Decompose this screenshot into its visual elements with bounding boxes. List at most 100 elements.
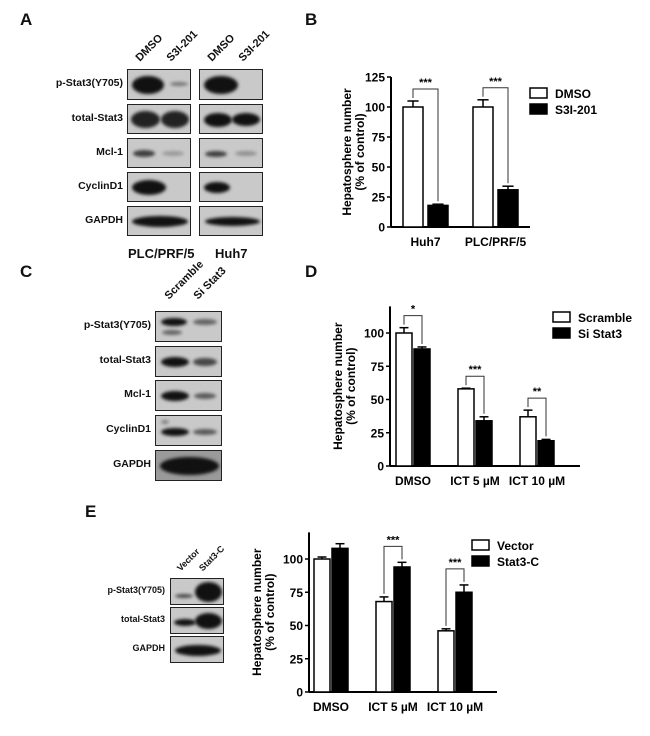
bar-dmso: [402, 106, 424, 228]
lane-label-a-2: S3I-201: [164, 28, 201, 64]
panel-letter-c: C: [20, 262, 33, 281]
x-tick-label: DMSO: [313, 700, 349, 714]
panel-letter-a: A: [20, 10, 33, 29]
blot-label-c-mcl1: Mcl-1: [124, 388, 151, 400]
lane-label-a-4: S3I-201: [236, 28, 273, 64]
significance-label: ***: [469, 364, 483, 376]
western-blot-a-huh7-gapdh: [199, 206, 263, 236]
band: [204, 113, 232, 127]
band: [162, 330, 182, 335]
blot-label-c-totalstat3: total-Stat3: [99, 354, 151, 366]
y-tick-label: 100: [365, 101, 385, 115]
western-blot-c-gapdh: [155, 450, 222, 481]
band: [132, 76, 164, 94]
y-tick-label: 0: [378, 221, 385, 235]
y-tick-label: 75: [372, 131, 386, 145]
western-blot-a-plc-pstat3: [127, 69, 191, 100]
significance-bracket: [465, 375, 485, 414]
blot-label-a-cyclind1: CyclinD1: [78, 180, 123, 192]
cell-line-label-plc: PLC/PRF/5: [128, 246, 195, 261]
bar-stat3-c: [331, 547, 349, 693]
lane-label-a-3: DMSO: [205, 32, 238, 64]
legend-swatch: [529, 103, 548, 115]
band: [161, 420, 169, 424]
significance-bracket: [482, 87, 509, 184]
western-blot-a-plc-mcl1: [127, 138, 191, 168]
legend-label: S3I-201: [555, 103, 597, 117]
blot-label-e-gapdh: GAPDH: [132, 643, 165, 653]
band: [175, 594, 193, 598]
legend-swatch: [471, 555, 490, 567]
western-blot-c-mcl1: [155, 380, 222, 411]
panel-letter-d: D: [305, 262, 318, 281]
blot-label-e-pstat3: p-Stat3(Y705): [107, 585, 165, 595]
y-axis-label-line2: (% of control): [353, 113, 367, 190]
significance-bracket: [527, 397, 547, 437]
blot-label-c-pstat3: p-Stat3(Y705): [83, 319, 151, 331]
band: [204, 182, 230, 193]
band: [133, 150, 155, 157]
bar-s3i-201: [427, 204, 449, 228]
y-tick-label: 100: [283, 553, 303, 567]
bar-scramble: [519, 416, 537, 467]
significance-label: **: [533, 386, 542, 398]
bar-vector: [375, 600, 393, 693]
band: [194, 393, 216, 399]
bar-scramble: [457, 388, 475, 467]
band: [174, 619, 196, 626]
band: [161, 428, 189, 436]
significance-label: ***: [419, 77, 433, 89]
y-axis-label-line2: (% of control): [344, 348, 358, 425]
cell-line-label-huh7: Huh7: [215, 246, 248, 261]
band: [131, 111, 160, 128]
x-tick-label: ICT 5 µM: [368, 700, 418, 714]
y-tick-label: 75: [371, 360, 385, 374]
band: [193, 429, 217, 435]
legend-label: Scramble: [578, 311, 632, 325]
bar-si-stat3: [475, 420, 493, 467]
y-tick-label: 50: [290, 619, 304, 633]
y-tick-label: 25: [371, 426, 385, 440]
bar-stat3-c: [393, 566, 411, 693]
western-blot-a-plc-cyclind1: [127, 172, 191, 202]
y-axis-label-line2: (% of control): [263, 574, 277, 651]
y-tick-label: 100: [364, 327, 384, 341]
blot-label-c-gapdh: GAPDH: [113, 458, 151, 470]
band: [204, 76, 238, 94]
blot-label-a-mcl1: Mcl-1: [96, 146, 123, 158]
western-blot-a-huh7-cyclind1: [199, 172, 263, 202]
legend-swatch: [552, 327, 571, 339]
blot-label-c-cyclind1: CyclinD1: [106, 423, 151, 435]
lane-label-e-2: Stat3-C: [196, 543, 227, 573]
blot-label-a-gapdh: GAPDH: [85, 214, 123, 226]
blot-label-a-pstat3: p-Stat3(Y705): [55, 77, 123, 89]
bar-vector: [313, 558, 331, 693]
bar-stat3-c: [455, 591, 473, 693]
western-blot-c-cyclind1: [155, 415, 222, 446]
significance-label: *: [411, 304, 416, 316]
x-tick-label: PLC/PRF/5: [465, 235, 527, 249]
significance-label: ***: [489, 76, 503, 88]
band: [193, 319, 217, 325]
band: [161, 318, 187, 326]
y-axis-label: Hepatosphere number(% of control): [340, 88, 367, 216]
band: [205, 217, 260, 226]
legend-label: Vector: [497, 539, 534, 553]
significance-bracket: [383, 545, 403, 594]
western-blot-a-plc-totalstat3: [127, 104, 191, 134]
western-blot-e-gapdh: [170, 636, 224, 663]
bar-scramble: [395, 332, 413, 467]
blot-label-e-totalstat3: total-Stat3: [120, 614, 165, 624]
bar-vector: [437, 630, 455, 693]
bar-si-stat3: [413, 348, 431, 467]
significance-bracket: [412, 88, 439, 202]
y-tick-label: 0: [377, 460, 384, 474]
western-blot-c-pstat3: [155, 311, 222, 342]
band: [170, 82, 188, 86]
band: [161, 391, 189, 401]
panel-letter-b: B: [305, 10, 318, 29]
y-axis-label: Hepatosphere number(% of control): [250, 548, 277, 676]
y-axis-label: Hepatosphere number(% of control): [331, 322, 358, 450]
x-tick-label: Huh7: [411, 235, 441, 249]
